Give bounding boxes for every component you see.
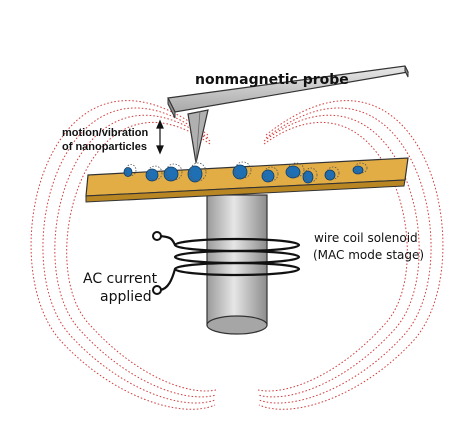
coil-label-line2: (MAC mode stage)	[313, 248, 424, 262]
field-line-right-1	[258, 100, 444, 410]
probe	[167, 65, 409, 164]
field-line-left-3	[54, 114, 217, 398]
vibration-outlines	[125, 161, 368, 183]
motion-label-line1: motion/vibration	[62, 127, 148, 139]
coil-label-line1: wire coil solenoid	[314, 231, 418, 245]
terminal-top	[152, 231, 162, 241]
nanoparticle	[352, 165, 364, 175]
ac-label-line2: applied	[100, 289, 152, 305]
field-line-left-1	[30, 100, 216, 410]
probe-label: nonmagnetic probe	[195, 72, 349, 88]
terminal-bottom	[152, 285, 162, 295]
field-line-left-2	[42, 107, 216, 404]
motion-arrow	[156, 119, 164, 155]
nanoparticle	[285, 165, 301, 179]
coil-lead-top	[159, 234, 177, 246]
motion-label-line2: of nanoparticles	[62, 141, 147, 153]
nanoparticle	[302, 170, 314, 184]
nanoparticle	[324, 169, 336, 181]
nanoparticle	[123, 167, 133, 177]
ac-label-line1: AC current	[83, 271, 158, 287]
nanoparticle	[261, 169, 275, 183]
field-line-left-4	[66, 121, 217, 392]
nanoparticle	[163, 166, 179, 182]
nanoparticle	[145, 168, 159, 182]
field-line-right-2	[258, 107, 432, 404]
coil-lead-bottom	[159, 268, 177, 292]
nanoparticle	[232, 164, 248, 180]
field-lines	[30, 100, 444, 410]
solenoid-core	[206, 194, 268, 335]
nanoparticle	[187, 165, 203, 183]
substrate	[85, 157, 409, 203]
wire-coil	[159, 234, 301, 292]
